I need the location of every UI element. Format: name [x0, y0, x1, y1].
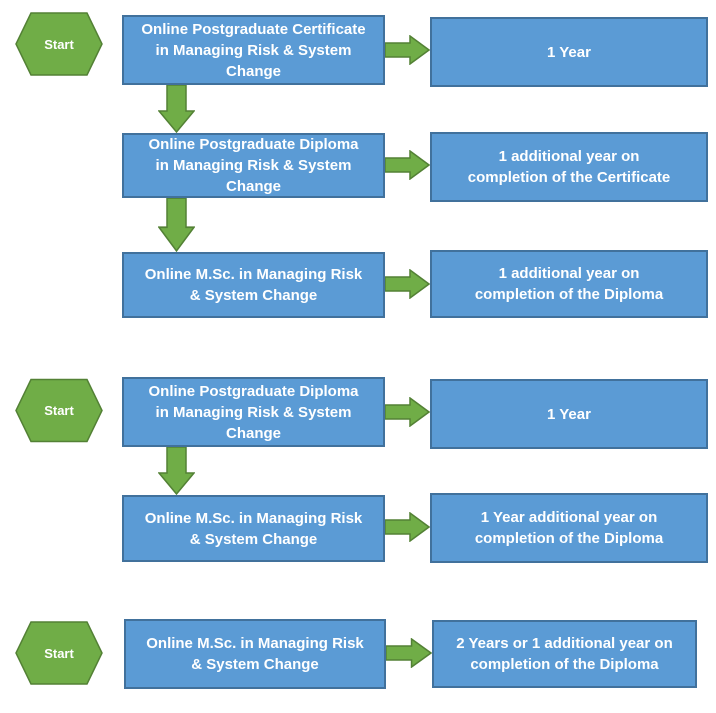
duration-box: 1 additional year on completion of the D…: [430, 250, 708, 318]
right-arrow-icon: [385, 150, 430, 180]
duration-box: 2 Years or 1 additional year on completi…: [432, 620, 697, 688]
start-hexagon: Start: [15, 378, 103, 443]
right-arrow-icon: [385, 269, 430, 299]
duration-box: 1 Year: [430, 379, 708, 449]
hexagon-shape-icon: [15, 378, 103, 443]
right-arrow-icon: [385, 35, 430, 65]
program-box: Online M.Sc. in Managing Risk & System C…: [122, 495, 385, 562]
start-hexagon: Start: [15, 12, 103, 76]
hexagon-shape-icon: [15, 12, 103, 76]
start-hexagon: Start: [15, 620, 103, 686]
duration-box: 1 Year: [430, 17, 708, 87]
program-box: Online Postgraduate Diploma in Managing …: [122, 377, 385, 447]
start-label: Start: [44, 403, 74, 418]
down-arrow-icon: [158, 447, 195, 495]
right-arrow-icon: [385, 397, 430, 427]
program-box: Online M.Sc. in Managing Risk & System C…: [122, 252, 385, 318]
duration-box: 1 Year additional year on completion of …: [430, 493, 708, 563]
down-arrow-icon: [158, 85, 195, 133]
right-arrow-icon: [385, 512, 430, 542]
duration-box: 1 additional year on completion of the C…: [430, 132, 708, 202]
start-label: Start: [44, 645, 74, 661]
program-box: Online Postgraduate Diploma in Managing …: [122, 133, 385, 198]
down-arrow-icon: [158, 198, 195, 252]
start-label: Start: [44, 36, 74, 52]
program-box: Online M.Sc. in Managing Risk & System C…: [124, 619, 386, 689]
program-box: Online Postgraduate Certificate in Manag…: [122, 15, 385, 85]
hexagon-shape-icon: [15, 621, 103, 685]
right-arrow-icon: [386, 638, 432, 668]
